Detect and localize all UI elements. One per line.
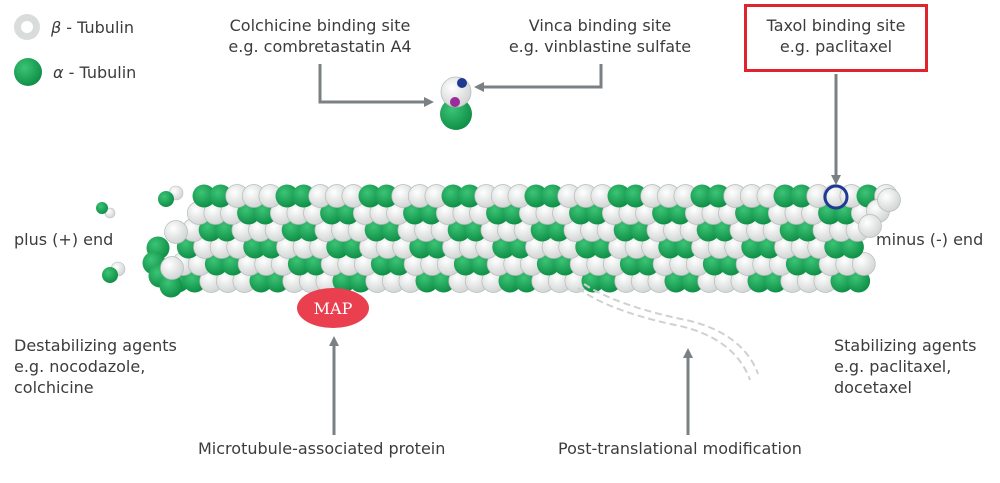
stabilizing-agents-label: Stabilizing agents e.g. paclitaxel, doce…	[834, 335, 977, 398]
microtubule-lattice	[142, 184, 901, 298]
beta-legend-label: - Tubulin	[61, 17, 134, 37]
colchicine-site-title: Colchicine binding site	[229, 16, 411, 35]
taxol-site-marker	[823, 184, 849, 210]
taxol-example: e.g. paclitaxel	[779, 37, 893, 56]
pointer-arrows	[318, 64, 841, 435]
stabilizing-title: Stabilizing agents	[834, 336, 977, 355]
colchicine-arrow	[318, 64, 434, 107]
beta-symbol: β	[51, 17, 62, 37]
tubulin-dimer-binding-sites	[440, 76, 472, 130]
free-dimers-plus-end	[96, 185, 184, 283]
vinca-label: Vinca binding site e.g. vinblastine sulf…	[490, 15, 710, 57]
alpha-symbol: α	[53, 62, 64, 82]
taxol-label: Taxol binding site e.g. paclitaxel	[744, 15, 928, 57]
taxol-highlight-box	[744, 4, 928, 72]
vinca-site-title: Vinca binding site	[528, 16, 672, 35]
map-caption: Microtubule-associated protein	[198, 439, 446, 458]
stabilizing-example-2: docetaxel	[834, 378, 912, 397]
colchicine-label: Colchicine binding site e.g. combretasta…	[200, 15, 440, 57]
destabilizing-agents-label: Destabilizing agents e.g. nocodazole, co…	[14, 335, 177, 398]
alpha-legend-label: - Tubulin	[63, 62, 137, 82]
minus-end-label: minus (-) end	[876, 230, 984, 249]
alpha-tubulin-icon	[14, 58, 42, 86]
vinca-arrow	[474, 64, 603, 92]
beta-tubulin-icon	[14, 14, 40, 40]
map-protein-badge: MAP	[297, 288, 369, 328]
ptm-tail	[577, 283, 759, 381]
vinca-example: e.g. vinblastine sulfate	[508, 37, 692, 56]
destabilizing-example-2: colchicine	[14, 378, 94, 397]
legend-alpha-tubulin: α - Tubulin	[13, 57, 136, 87]
legend-beta-tubulin: β - Tubulin	[13, 13, 134, 41]
destabilizing-title: Destabilizing agents	[14, 336, 177, 355]
ptm-caption: Post-translational modification	[558, 439, 802, 458]
stabilizing-example-1: e.g. paclitaxel,	[834, 357, 952, 376]
plus-end-label: plus (+) end	[14, 230, 114, 249]
destabilizing-example-1: e.g. nocodazole,	[14, 357, 146, 376]
colchicine-example: e.g. combretastatin A4	[228, 37, 412, 56]
taxol-site-title: Taxol binding site	[766, 16, 906, 35]
